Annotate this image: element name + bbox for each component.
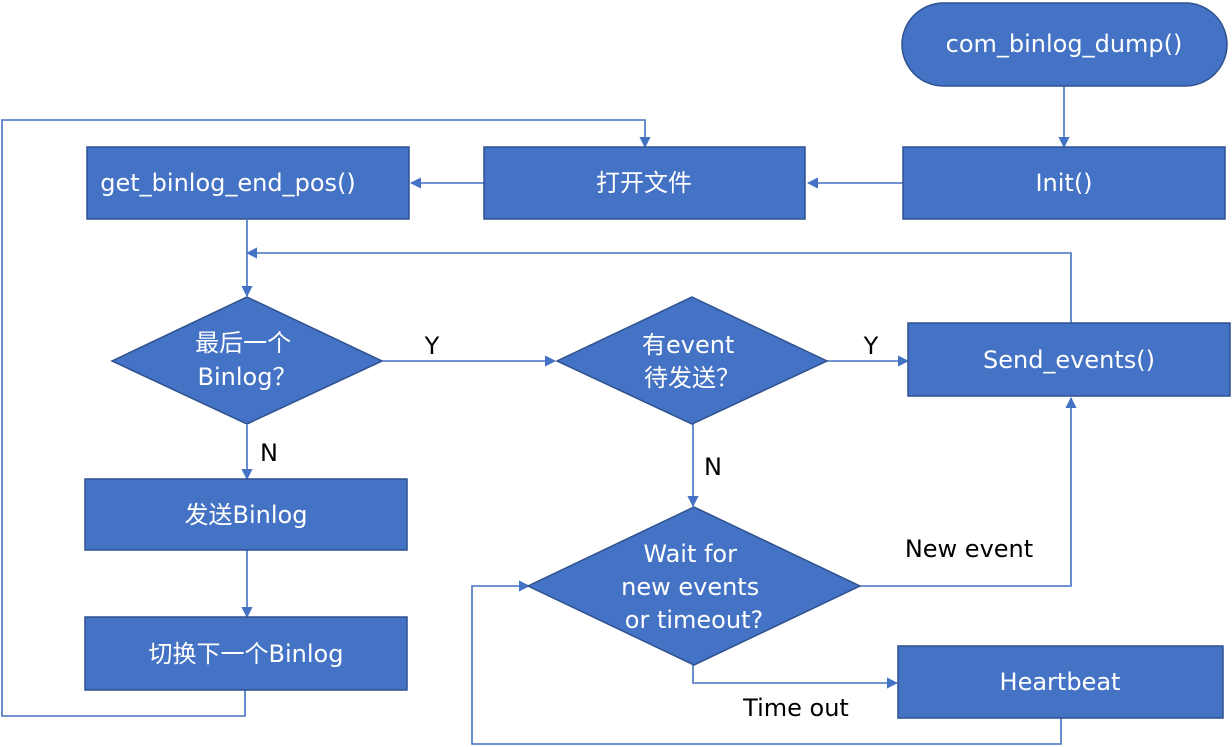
nodes: com_binlog_dump() Init() 打开文件 get_binlog… [84,2,1231,719]
wait-label-line-2: new events [621,573,759,601]
node-last-binlog: 最后一个 Binlog？ [110,296,384,425]
init-label-line: Init() [1035,169,1092,197]
connectors [1,86,1077,745]
node-start: com_binlog_dump() [901,2,1228,87]
node-has-event: 有event 待发送？ [555,296,829,425]
send-events-shape [907,322,1231,397]
edge-heartbeat-loop-to-wait [471,580,1062,745]
last-binlog-label-line-1: 最后一个 [195,329,291,357]
open-file-label-line: 打开文件 [596,169,692,197]
send-events-label-line: Send_events() [983,346,1155,374]
start-label: com_binlog_dump() [946,30,1183,58]
label-has-event-yes: Y [863,332,879,360]
has-event-label-line-1: 有event [642,331,734,359]
has-event-label: 有event 待发送？ [642,331,742,392]
start-shape [901,2,1228,87]
wait-label-line-3: or timeout? [625,606,763,634]
switch-binlog-label-line: 切换下一个Binlog [149,640,344,668]
edge-send-events-loop-back [245,247,1072,323]
has-event-shape [555,296,829,425]
node-open-file: 打开文件 [483,146,806,220]
switch-binlog-label: 切换下一个Binlog [149,640,344,668]
node-send-binlog: 发送Binlog [84,478,408,551]
edge-wait-new-event-to-send-events [860,396,1077,587]
init-shape [902,146,1226,220]
send-binlog-label-line: 发送Binlog [185,501,308,529]
start-label-line: com_binlog_dump() [946,30,1183,58]
node-heartbeat: Heartbeat [897,645,1224,719]
edge-switch-binlog-loop-to-open-file [1,119,651,717]
heartbeat-shape [897,645,1224,719]
node-wait: Wait for new events or timeout? [526,506,862,666]
wait-label-line-1: Wait for [643,540,737,568]
node-send-events: Send_events() [907,322,1231,397]
label-new-event: New event [905,535,1033,563]
edge-labels: Y Y N N New event Time out [260,332,1033,722]
edge-wait-timeout-to-heartbeat [692,665,899,689]
wait-shape [526,506,862,666]
last-binlog-shape [110,296,384,425]
last-binlog-label-line-2: Binlog？ [198,363,297,391]
label-has-event-no: N [704,453,722,481]
label-last-binlog-yes: Y [424,332,440,360]
label-time-out: Time out [742,694,849,722]
send-binlog-shape [84,478,408,551]
switch-binlog-shape [84,616,408,691]
label-last-binlog-no: N [260,439,278,467]
wait-label: Wait for new events or timeout? [621,540,767,634]
node-switch-binlog: 切换下一个Binlog [84,616,408,691]
get-end-pos-label-line: get_binlog_end_pos() [100,169,355,197]
has-event-label-line-2: 待发送？ [644,364,740,392]
get-end-pos-label: get_binlog_end_pos() [100,169,355,197]
open-file-shape [483,146,806,220]
open-file-label: 打开文件 [596,169,692,197]
heartbeat-label: Heartbeat [1000,668,1121,696]
node-get-end-pos: get_binlog_end_pos() [86,146,410,220]
get-end-pos-shape [86,146,410,220]
send-events-label: Send_events() [983,346,1155,374]
last-binlog-label: 最后一个 Binlog？ [195,329,299,391]
send-binlog-label: 发送Binlog [185,501,308,529]
node-init: Init() [902,146,1226,220]
heartbeat-label-line: Heartbeat [1000,668,1121,696]
init-label: Init() [1035,169,1092,197]
